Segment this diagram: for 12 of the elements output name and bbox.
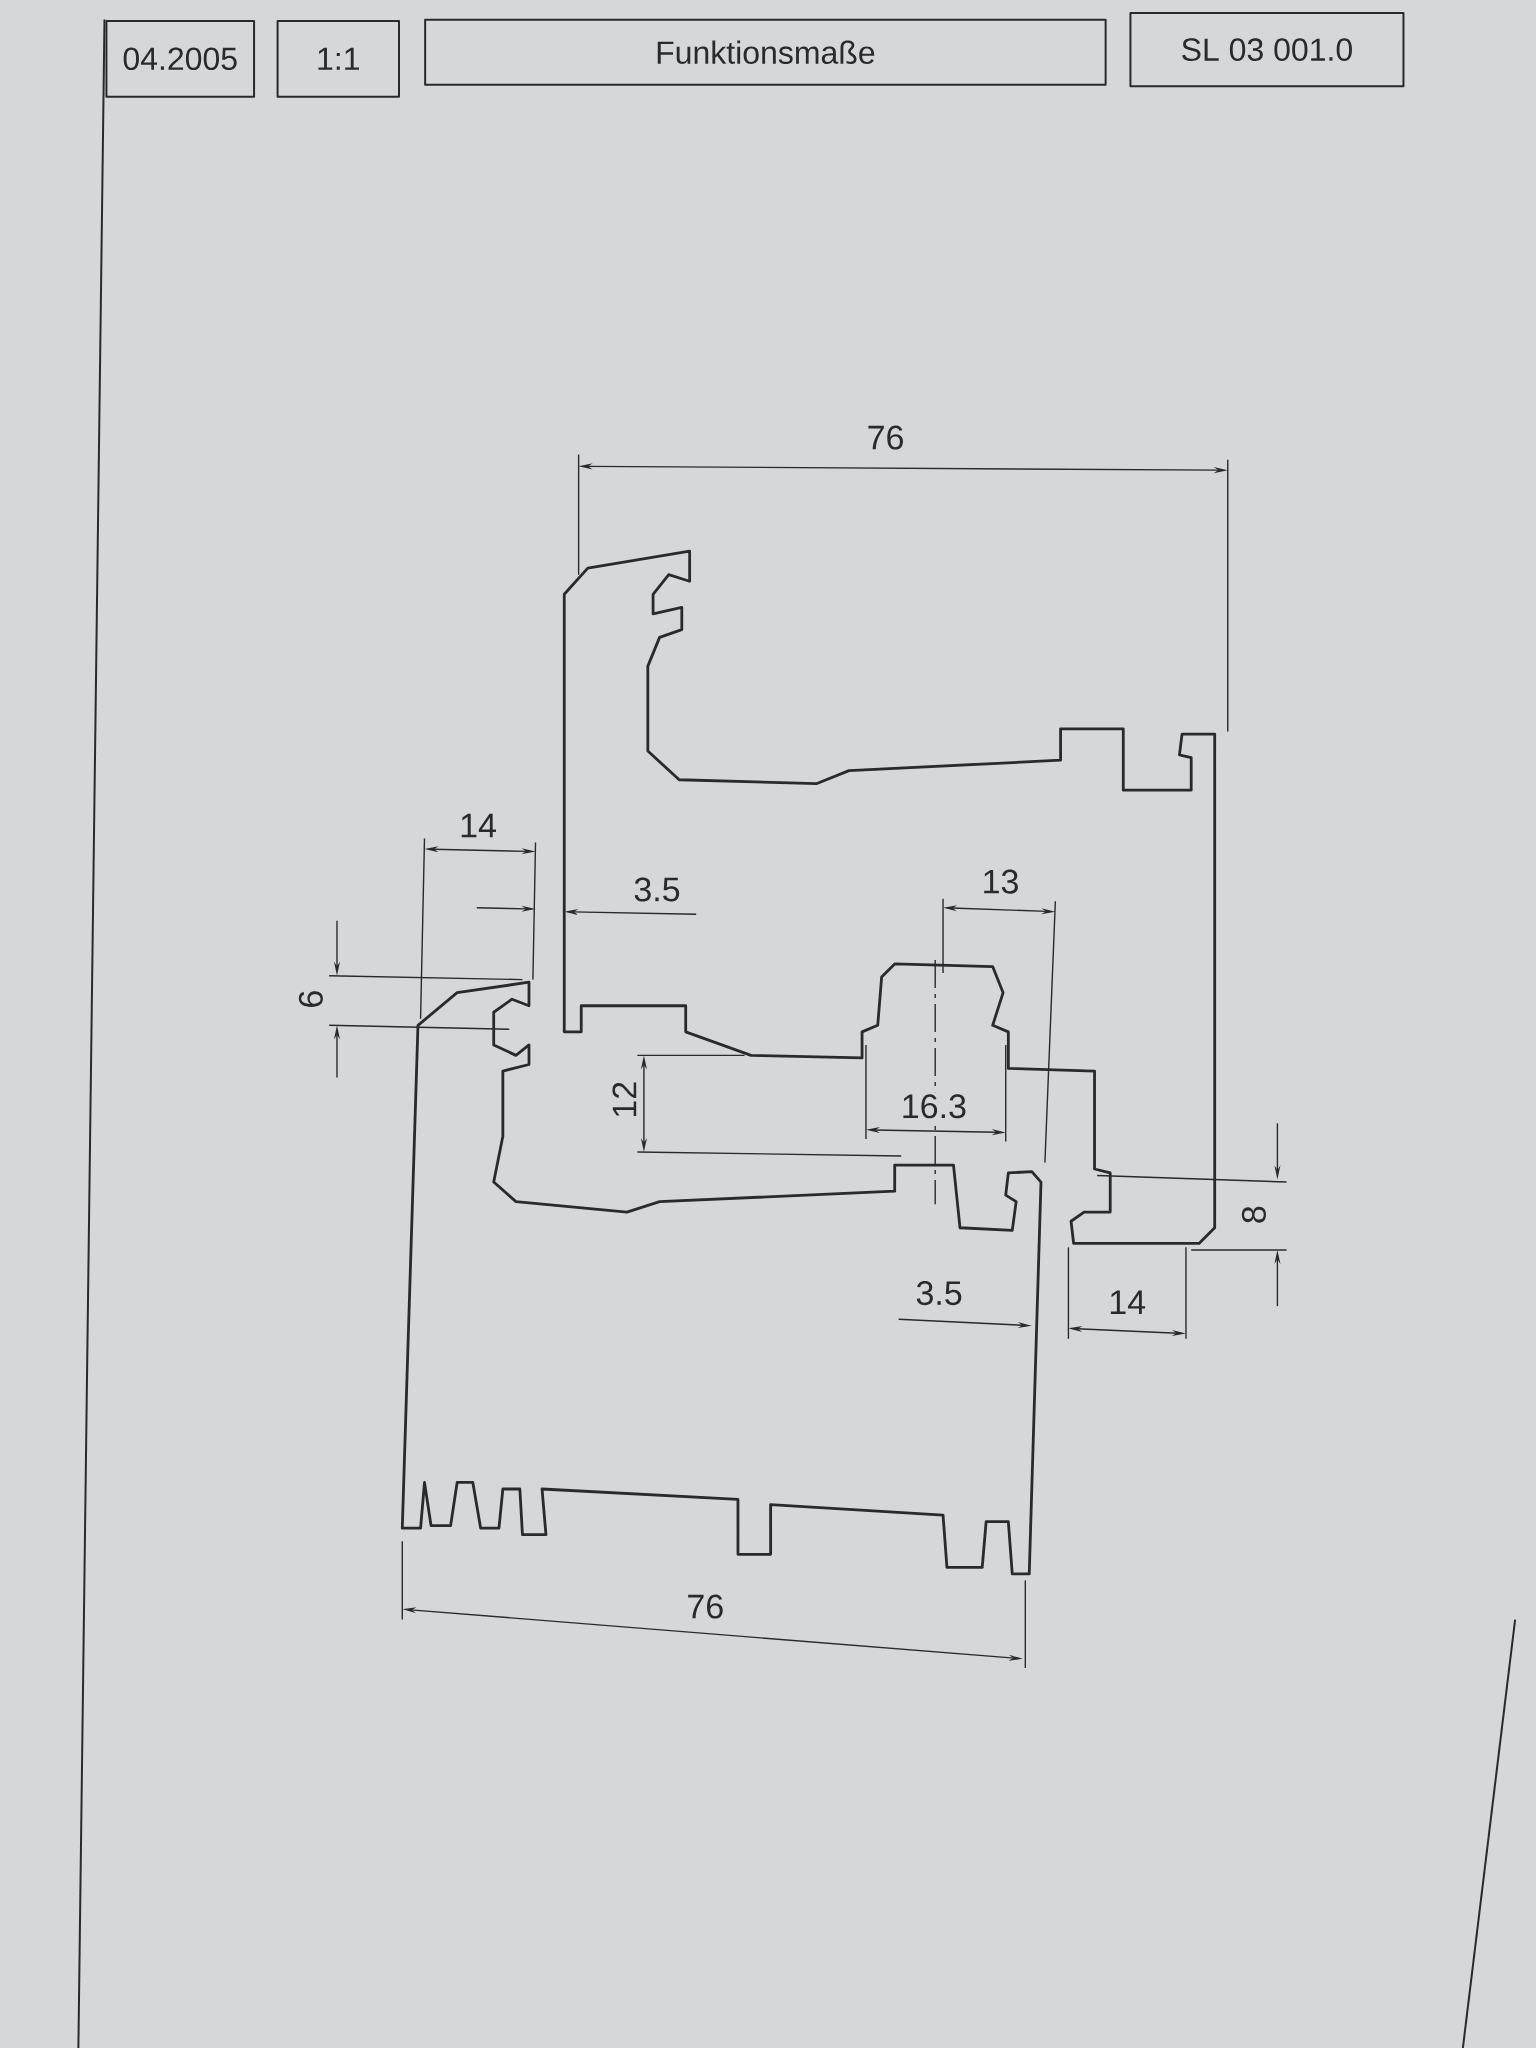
title-block-cell: 04.2005 xyxy=(105,19,256,98)
dimension-text: 3.5 xyxy=(631,875,683,904)
dimension-text: 8 xyxy=(1239,1203,1268,1227)
dimension-text: 16.3 xyxy=(898,1092,969,1121)
dimension-text: 3.5 xyxy=(913,1279,965,1308)
dimension-text: 14 xyxy=(457,811,499,840)
dimension-text: 76 xyxy=(684,1592,727,1621)
dimension-text: 12 xyxy=(610,1078,639,1121)
title-block-cell: 1:1 xyxy=(276,19,400,98)
title-block-cell: SL 03 001.0 xyxy=(1129,12,1405,88)
title-block-cell: Funktionsmaße xyxy=(424,18,1107,86)
dimension-text: 14 xyxy=(1106,1288,1149,1316)
